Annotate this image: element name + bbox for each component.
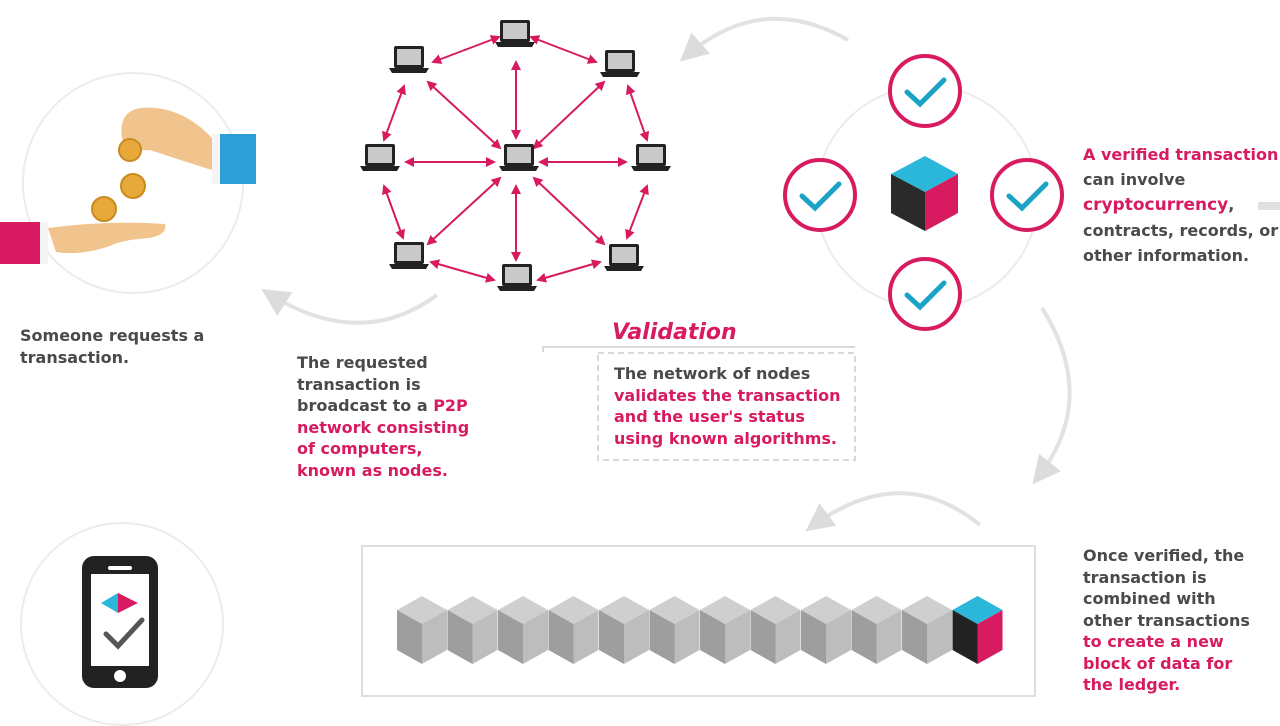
flow-arc-top <box>679 16 849 62</box>
block-chain <box>397 596 1003 664</box>
chain-block <box>397 596 447 664</box>
hand-coins-icon <box>0 107 256 264</box>
chain-block <box>851 596 902 664</box>
network-links <box>382 35 650 283</box>
flow-arc-bottom <box>805 491 982 532</box>
validation-title: Validation <box>612 320 737 345</box>
chain-block <box>548 596 599 664</box>
chain-block <box>649 596 700 664</box>
step4-text: A verified transaction can involve crypt… <box>1083 145 1279 265</box>
flow-arc-right <box>1032 306 1072 485</box>
chain-block <box>447 596 498 664</box>
step1-text: Someone requests a transaction. <box>20 326 205 367</box>
chain-block <box>902 596 952 664</box>
chain-box <box>361 545 1036 697</box>
chain-block <box>750 596 801 664</box>
chain-block <box>801 596 851 664</box>
chain-block <box>498 596 548 664</box>
block-cube-icon <box>891 156 958 231</box>
edge-dash <box>1258 202 1280 210</box>
flow-arc-left <box>261 288 439 325</box>
step3-text: The network of nodes validates the trans… <box>614 364 841 448</box>
step5-text: Once verified, the transaction is combin… <box>1083 546 1250 694</box>
step2-text: The requested transaction is broadcast t… <box>297 353 470 480</box>
chain-block <box>599 596 649 664</box>
new-block <box>952 596 1003 664</box>
validation-box <box>597 352 856 461</box>
validation-bracket <box>542 346 855 352</box>
smartphone-icon <box>82 556 158 688</box>
check-circle-icon <box>783 54 1064 331</box>
chain-block <box>700 596 750 664</box>
